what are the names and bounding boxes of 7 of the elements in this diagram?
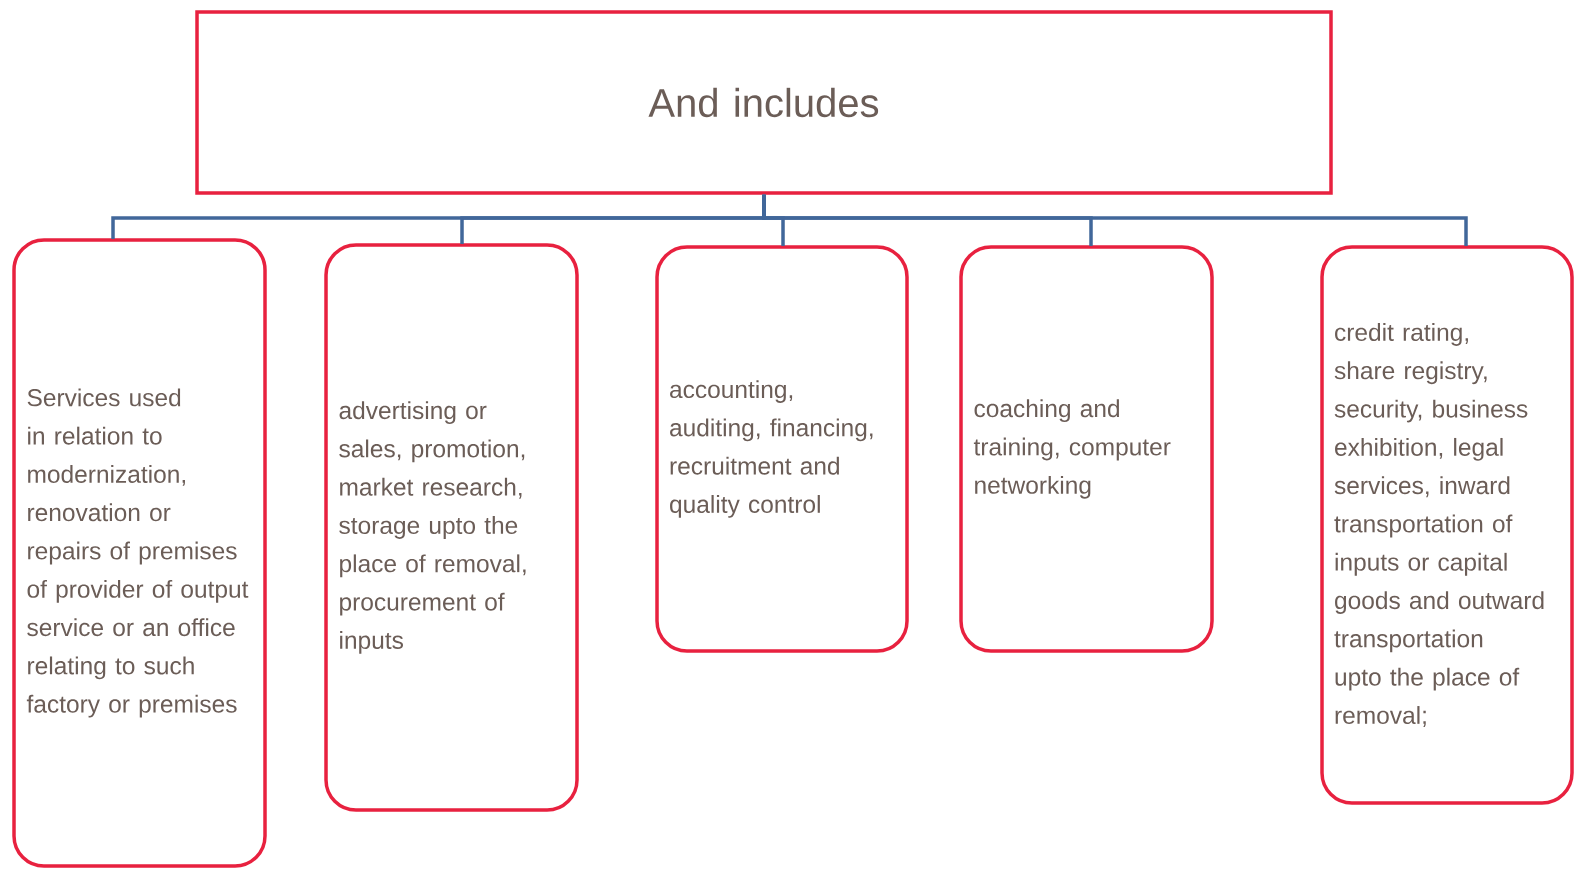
connector-line [762,194,1468,246]
item-box: advertising or sales, promotion, market research, storage upto the place of removal, procurement of inputs [324,243,579,812]
item-box: Services used in relation to modernization, renovation or repairs of premises of provider of output service or an office relating to such factory or premises [12,238,267,868]
item-box: credit rating, share registry, security, business exhibition, legal services, inward transportation of inputs or capital goods and outward transportation upto the place of removal; [1320,245,1574,805]
title-box: And includes [195,10,1333,195]
item-box: coaching and training, computer networking [959,245,1214,653]
item-box: accounting, auditing, financing, recruitment and quality control [655,245,909,653]
